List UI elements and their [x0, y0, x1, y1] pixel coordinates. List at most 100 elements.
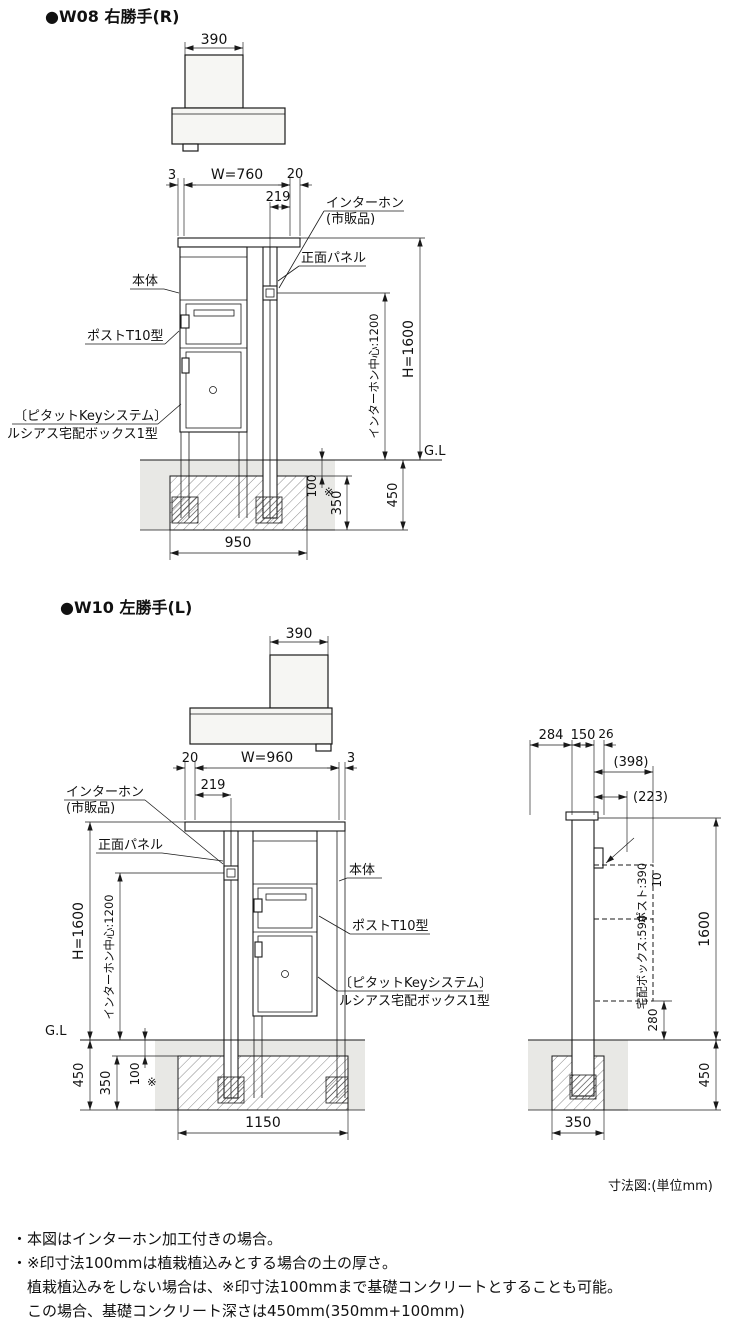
- side-dim-post: 150: [571, 728, 596, 743]
- footnotes: ・本図はインターホン加工付きの場合。 ・※印寸法100mmは植栽植込みとする場合…: [12, 1230, 622, 1320]
- w10-label-delivery-1: 〔ピタットKeyシステム〕: [339, 976, 492, 991]
- w08-label-delivery-2: ルシアス宅配ボックス1型: [7, 427, 158, 442]
- w10-dim-width: W=960: [241, 750, 293, 766]
- w10-dim-intercom-center: インターホン中心:1200: [102, 894, 116, 1019]
- w08-body-cabinet: [179, 246, 248, 433]
- w10-anchor-left: [217, 1076, 245, 1104]
- side-dim-back: 26: [598, 727, 613, 741]
- w10-post-latch: [253, 898, 263, 913]
- w10-post-slot: [265, 893, 307, 901]
- w08-dim-soil-depth: 100: [305, 475, 319, 498]
- w08-label-front-panel: 正面パネル: [301, 251, 366, 266]
- w08-elevation: [140, 237, 442, 531]
- w10-delivery-dial: [281, 970, 289, 978]
- w08-dim-height: H=1600: [401, 320, 417, 378]
- w10-roof-plate: [184, 821, 346, 832]
- w10-dim-intercom-offset: 219: [201, 778, 226, 793]
- w08-dim-offset-right: 20: [287, 167, 304, 182]
- w08-label-body: 本体: [132, 274, 158, 289]
- side-dim-footing-width: 350: [565, 1115, 592, 1131]
- w10-intercom-unit: [223, 865, 239, 881]
- w08-plan-width-label: 390: [201, 32, 228, 48]
- w10-dim-base-width: 1150: [245, 1115, 281, 1131]
- w08-plan-cap: [184, 54, 244, 109]
- w10-labels: インターホン (市販品) 正面パネル 本体 ポストT10型 〔ピタットKeyシス…: [64, 785, 492, 1009]
- side-dim-total-depth: 450: [698, 1063, 713, 1088]
- w10-delivery-box: [257, 935, 313, 1013]
- w10-elevation: [80, 821, 365, 1111]
- note-line-1: ・本図はインターホン加工付きの場合。: [12, 1230, 282, 1248]
- side-anchor: [569, 1074, 597, 1100]
- w08-plan-view: 390: [171, 32, 286, 152]
- w08-title: ●W08 右勝手(R): [45, 7, 179, 26]
- w10-plan-cap: [269, 654, 329, 709]
- w10-plan-view: 390: [189, 626, 333, 752]
- w08-dim-intercom-offset: 219: [266, 190, 291, 205]
- side-intercom-profile: [593, 847, 604, 869]
- side-dim-gap: 10: [650, 872, 664, 887]
- w08-post-slot: [193, 309, 235, 317]
- side-label-post-height: ポスト:390: [635, 863, 649, 923]
- w10-dim-footing-depth: 350: [99, 1071, 114, 1096]
- w08-dim-base-width: 950: [225, 535, 252, 551]
- w08-label-intercom-1: インターホン: [326, 196, 404, 211]
- w10-body-cabinet: [252, 830, 318, 1017]
- side-dim-front: 284: [539, 728, 564, 743]
- side-dim-clearance: 280: [646, 1009, 660, 1032]
- w08-dim-total-depth: 450: [386, 483, 401, 508]
- w10-label-front-panel: 正面パネル: [98, 838, 163, 853]
- note-line-4: この場合、基礎コンクリート深さは450mm(350mm+100mm): [12, 1302, 465, 1320]
- w10-label-intercom-2: (市販品): [66, 800, 115, 816]
- w08-anchor-left: [171, 496, 199, 524]
- w10-dim-offset-right: 3: [347, 751, 355, 766]
- side-dim-height: 1600: [697, 911, 713, 947]
- side-label-box-height: 宅配ボックス:590: [635, 915, 649, 1009]
- side-unit-outline: [593, 864, 654, 1002]
- w10-dim-total-depth: 450: [72, 1063, 87, 1088]
- w08-ground-level-label: G.L: [424, 444, 446, 459]
- w08-roof-plate: [177, 237, 301, 248]
- w08-post-latch: [180, 314, 190, 329]
- w10-dim-height: H=1600: [71, 902, 87, 960]
- w10-dim-soil-depth: 100: [128, 1063, 142, 1086]
- w08-delivery-box: [185, 351, 242, 429]
- w08-delivery-dial: [209, 386, 217, 394]
- w10-plan-width-label: 390: [286, 626, 313, 642]
- w10-label-delivery-2: ルシアス宅配ボックス1型: [339, 994, 490, 1009]
- w08-label-intercom-2: (市販品): [326, 211, 375, 227]
- w10-delivery-handle: [254, 941, 263, 958]
- w08-labels: インターホン (市販品) 正面パネル 本体 ポストT10型 〔ピタットKeyシス…: [7, 196, 404, 442]
- w10-ground-level-label: G.L: [45, 1024, 67, 1039]
- w10-soil-note-mark: ※: [147, 1075, 157, 1089]
- w10-footing: [177, 1055, 349, 1111]
- w08-drawing: ●W08 右勝手(R) 390: [7, 7, 446, 560]
- w10-dimensions: 20 W=960 3 219 H=1600 インターホン中心:1200 G.L …: [45, 750, 357, 1140]
- side-post-cap: [565, 811, 599, 821]
- w10-dim-offset-left: 20: [182, 751, 199, 766]
- w08-delivery-handle: [181, 357, 190, 374]
- w10-plan-foot: [315, 743, 332, 752]
- w08-dim-footing-depth: 350: [330, 491, 345, 516]
- w10-label-post: ポストT10型: [352, 919, 428, 934]
- w08-soil-note-mark: ※: [324, 485, 334, 499]
- w10-label-intercom-1: インターホン: [66, 785, 144, 800]
- w08-label-post: ポストT10型: [87, 329, 163, 344]
- side-view-drawing: 284 150 26 (398) (223) 10 ポスト:390 宅配ボックス…: [528, 727, 721, 1140]
- side-dim-depth-total: (398): [614, 755, 649, 770]
- w10-title: ●W10 左勝手(L): [60, 598, 192, 617]
- note-line-2: ・※印寸法100mmは植栽植込みとする場合の土の厚さ。: [12, 1254, 397, 1272]
- w08-plan-foot: [182, 143, 199, 152]
- w10-label-body: 本体: [349, 863, 375, 878]
- w08-dimensions: 3 W=760 20 219 H=1600 インターホン中心:1200 G.L …: [166, 167, 446, 560]
- w10-drawing: ●W10 左勝手(L) 390: [45, 598, 492, 1140]
- w08-plan-base: [171, 107, 286, 145]
- w08-anchor-right: [255, 496, 283, 524]
- side-intercom-pointer: [605, 837, 635, 864]
- side-dim-depth-upper: (223): [633, 790, 668, 805]
- side-structure: [528, 811, 721, 1111]
- w08-label-delivery-1: 〔ピタットKeyシステム〕: [14, 409, 167, 424]
- w08-dim-intercom-center: インターホン中心:1200: [367, 313, 381, 438]
- w08-dim-offset-left: 3: [168, 168, 176, 183]
